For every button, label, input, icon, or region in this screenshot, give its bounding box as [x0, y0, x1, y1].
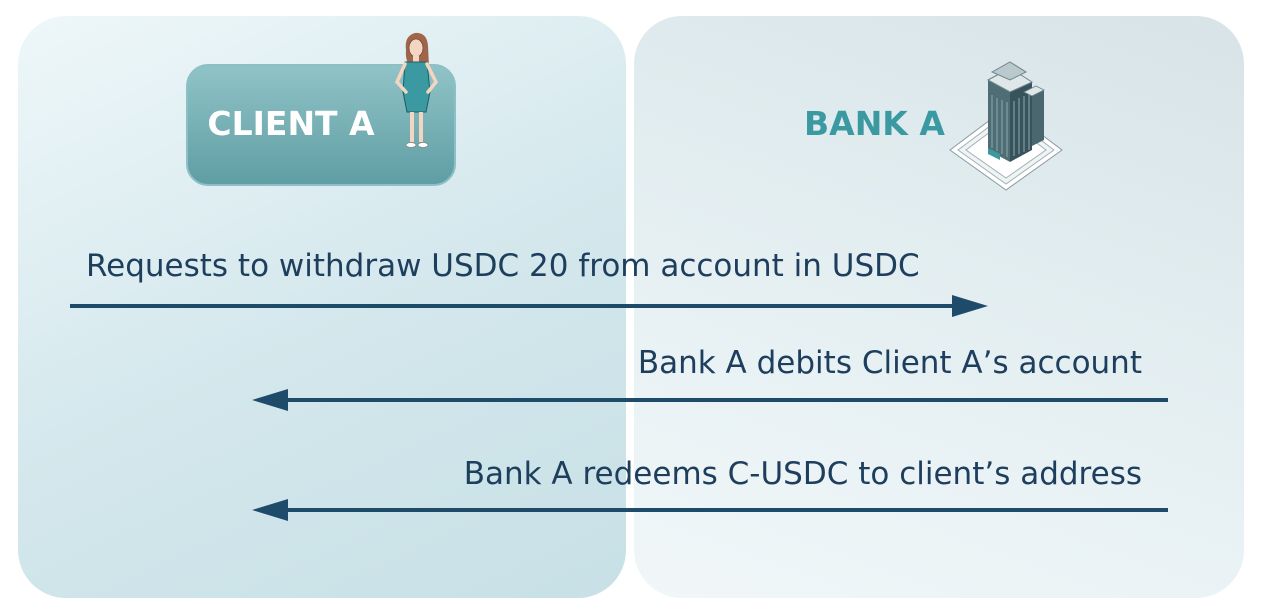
message-withdraw-request: Requests to withdraw USDC 20 from accoun… — [86, 248, 920, 284]
client-label: CLIENT A — [207, 104, 375, 143]
arrow-redeem-cusdc — [252, 499, 1168, 521]
woman-figure-icon — [394, 32, 439, 148]
bank-label: BANK A — [804, 104, 945, 143]
bank-building-icon — [949, 61, 1063, 191]
message-redeem-cusdc: Bank A redeems C-USDC to client’s addres… — [463, 456, 1142, 492]
arrow-debit-account — [252, 389, 1168, 411]
arrow-withdraw-request — [70, 295, 988, 317]
message-debit-account: Bank A debits Client A’s account — [637, 345, 1142, 381]
